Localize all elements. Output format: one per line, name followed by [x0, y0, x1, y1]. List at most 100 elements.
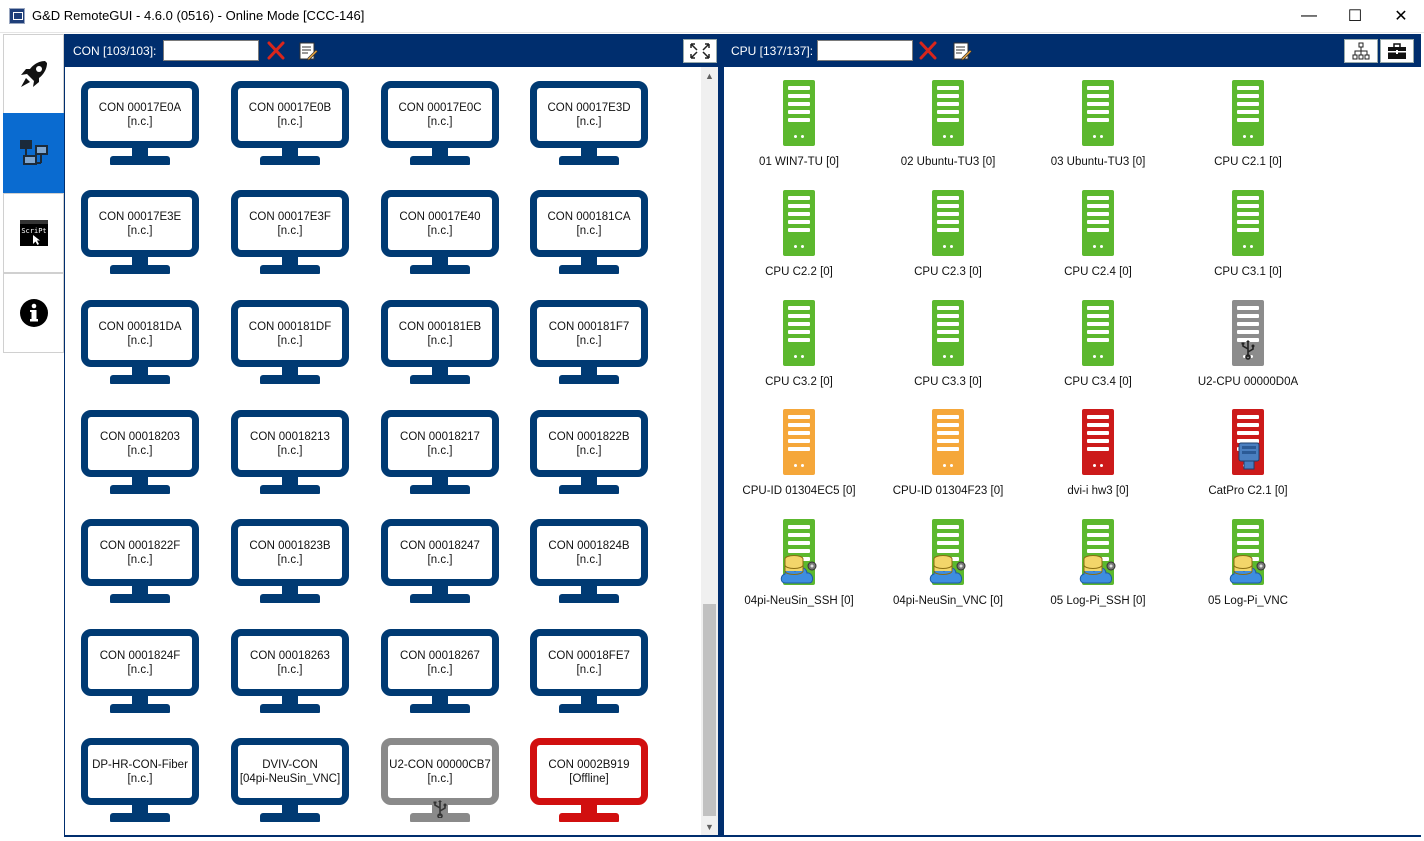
con-tile-name: CON 00018203 [100, 430, 180, 443]
monitor-stand [132, 476, 148, 486]
con-tile[interactable]: CON 000181DF[n.c.] [231, 300, 349, 386]
monitor-stand [581, 476, 597, 486]
con-clear-filter-button[interactable] [264, 39, 288, 63]
monitor-stand [282, 256, 298, 266]
sidebar: ScriPt [3, 34, 64, 354]
cpu-edit-list-button[interactable] [950, 39, 974, 63]
cpu-toolbox-button[interactable] [1380, 39, 1414, 63]
monitor-icon: CON 00017E3E[n.c.] [81, 190, 199, 257]
cpu-clear-filter-button[interactable] [916, 39, 940, 63]
con-tile[interactable]: U2-CON 00000CB7[n.c.] [381, 738, 499, 824]
scroll-thumb[interactable] [703, 604, 716, 816]
con-tile-status: [n.c.] [127, 115, 153, 128]
con-tile[interactable]: CON 0001824B[n.c.] [530, 519, 648, 605]
cpu-tile[interactable]: CPU C3.4 [0] [1028, 300, 1168, 400]
cpu-tile[interactable]: 01 WIN7-TU [0] [729, 80, 869, 180]
con-tile-status: [n.c.] [277, 334, 303, 347]
monitor-base [260, 813, 320, 822]
cpu-tile[interactable]: CatPro C2.1 [0] [1178, 409, 1318, 509]
cpu-tile[interactable]: 03 Ubuntu-TU3 [0] [1028, 80, 1168, 180]
con-tile[interactable]: CON 00018FE7[n.c.] [530, 629, 648, 715]
cpu-tile[interactable]: CPU C2.2 [0] [729, 190, 869, 290]
con-tile-status: [n.c.] [277, 553, 303, 566]
maximize-button[interactable]: ☐ [1347, 8, 1363, 25]
monitor-icon: CON 0001824B[n.c.] [530, 519, 648, 586]
cpu-tile[interactable]: CPU-ID 01304EC5 [0] [729, 409, 869, 509]
edit-list-icon [299, 42, 318, 61]
cpu-tile[interactable]: 05 Log-Pi_SSH [0] [1028, 519, 1168, 619]
con-filter-input[interactable] [163, 40, 259, 61]
con-tile[interactable]: CON 00017E3D[n.c.] [530, 81, 648, 167]
server-icon [780, 519, 817, 585]
con-tile-name: CON 00017E0C [398, 101, 482, 114]
cpu-tree-view-button[interactable] [1344, 39, 1378, 63]
cpu-tile[interactable]: CPU C3.3 [0] [878, 300, 1018, 400]
con-tile-name: CON 000181CA [547, 210, 631, 223]
monitor-stand [581, 256, 597, 266]
sidebar-item-script[interactable]: ScriPt [3, 193, 64, 273]
minimize-button[interactable]: — [1301, 7, 1317, 24]
cpu-tile[interactable]: 02 Ubuntu-TU3 [0] [878, 80, 1018, 180]
con-tile[interactable]: CON 000181CA[n.c.] [530, 190, 648, 276]
scroll-down-button[interactable]: ▼ [705, 821, 714, 832]
con-tile[interactable]: CON 00017E3E[n.c.] [81, 190, 199, 276]
con-tile[interactable]: CON 00017E0B[n.c.] [231, 81, 349, 167]
con-tile[interactable]: CON 00018217[n.c.] [381, 410, 499, 496]
cpu-tile-name: CPU C3.3 [0] [914, 376, 982, 388]
con-tile-name: CON 000181F7 [548, 320, 630, 333]
sidebar-item-matrix[interactable] [3, 113, 64, 193]
con-edit-list-button[interactable] [296, 39, 320, 63]
cpu-tile[interactable]: dvi-i hw3 [0] [1028, 409, 1168, 509]
con-tile[interactable]: CON 00018247[n.c.] [381, 519, 499, 605]
monitor-icon: CON 0002B919[Offline] [530, 738, 648, 805]
con-tile-status: [n.c.] [427, 772, 453, 785]
monitor-icon: U2-CON 00000CB7[n.c.] [381, 738, 499, 805]
con-tile[interactable]: DVIV-CON[04pi-NeuSin_VNC] [231, 738, 349, 824]
sidebar-item-launcher[interactable] [3, 34, 64, 114]
cpu-tile[interactable]: CPU C3.1 [0] [1178, 190, 1318, 290]
cpu-tile[interactable]: CPU C2.1 [0] [1178, 80, 1318, 180]
title-bar: G&D RemoteGUI - 4.6.0 (0516) - Online Mo… [0, 0, 1424, 33]
cpu-tile-name: 01 WIN7-TU [0] [759, 156, 839, 168]
sidebar-item-info[interactable] [3, 273, 64, 353]
con-tile[interactable]: CON 0001822B[n.c.] [530, 410, 648, 496]
con-tile[interactable]: CON 000181EB[n.c.] [381, 300, 499, 386]
cpu-tile[interactable]: CPU C2.3 [0] [878, 190, 1018, 290]
monitor-icon: CON 00017E3F[n.c.] [231, 190, 349, 257]
con-tile-name: U2-CON 00000CB7 [389, 758, 491, 771]
cpu-tile[interactable]: 04pi-NeuSin_SSH [0] [729, 519, 869, 619]
con-tile[interactable]: CON 00018213[n.c.] [231, 410, 349, 496]
con-tile[interactable]: CON 00018263[n.c.] [231, 629, 349, 715]
close-button[interactable]: ✕ [1394, 8, 1408, 25]
con-tile[interactable]: CON 00018203[n.c.] [81, 410, 199, 496]
con-tile[interactable]: CON 00017E0C[n.c.] [381, 81, 499, 167]
con-tile[interactable]: CON 0001822F[n.c.] [81, 519, 199, 605]
con-tile[interactable]: CON 0001823B[n.c.] [231, 519, 349, 605]
con-tile[interactable]: CON 0001824F[n.c.] [81, 629, 199, 715]
cpu-tile[interactable]: 05 Log-Pi_VNC [1178, 519, 1318, 619]
con-tile[interactable]: CON 00017E40[n.c.] [381, 190, 499, 276]
cpu-filter-input[interactable] [817, 40, 913, 61]
con-tile[interactable]: DP-HR-CON-Fiber[n.c.] [81, 738, 199, 824]
con-tile[interactable]: CON 00017E0A[n.c.] [81, 81, 199, 167]
con-tile[interactable]: CON 000181DA[n.c.] [81, 300, 199, 386]
monitor-icon: CON 000181DF[n.c.] [231, 300, 349, 367]
cpu-tile[interactable]: U2-CPU 00000D0A [1178, 300, 1318, 400]
con-tile[interactable]: CON 00018267[n.c.] [381, 629, 499, 715]
con-tile[interactable]: CON 0002B919[Offline] [530, 738, 648, 824]
con-tile[interactable]: CON 00017E3F[n.c.] [231, 190, 349, 276]
cpu-tile[interactable]: CPU-ID 01304F23 [0] [878, 409, 1018, 509]
con-tile[interactable]: CON 000181F7[n.c.] [530, 300, 648, 386]
cloud-database-icon [1229, 555, 1266, 584]
con-expand-button[interactable] [683, 39, 717, 63]
cpu-list-pane: 01 WIN7-TU [0] 02 Ubuntu-TU3 [0]03 Ubuntu… [724, 67, 1421, 835]
con-tile-status: [n.c.] [576, 115, 602, 128]
scroll-up-button[interactable]: ▲ [705, 70, 714, 81]
monitor-stand [581, 147, 597, 157]
cpu-tile[interactable]: CPU C3.2 [0] [729, 300, 869, 400]
cloud-database-icon [1079, 555, 1116, 584]
cpu-tile[interactable]: 04pi-NeuSin_VNC [0] [878, 519, 1018, 619]
con-tile-name: CON 0001823B [249, 539, 331, 552]
cpu-tile[interactable]: CPU C2.4 [0] [1028, 190, 1168, 290]
con-scrollbar[interactable]: ▲ ▼ [701, 67, 718, 835]
